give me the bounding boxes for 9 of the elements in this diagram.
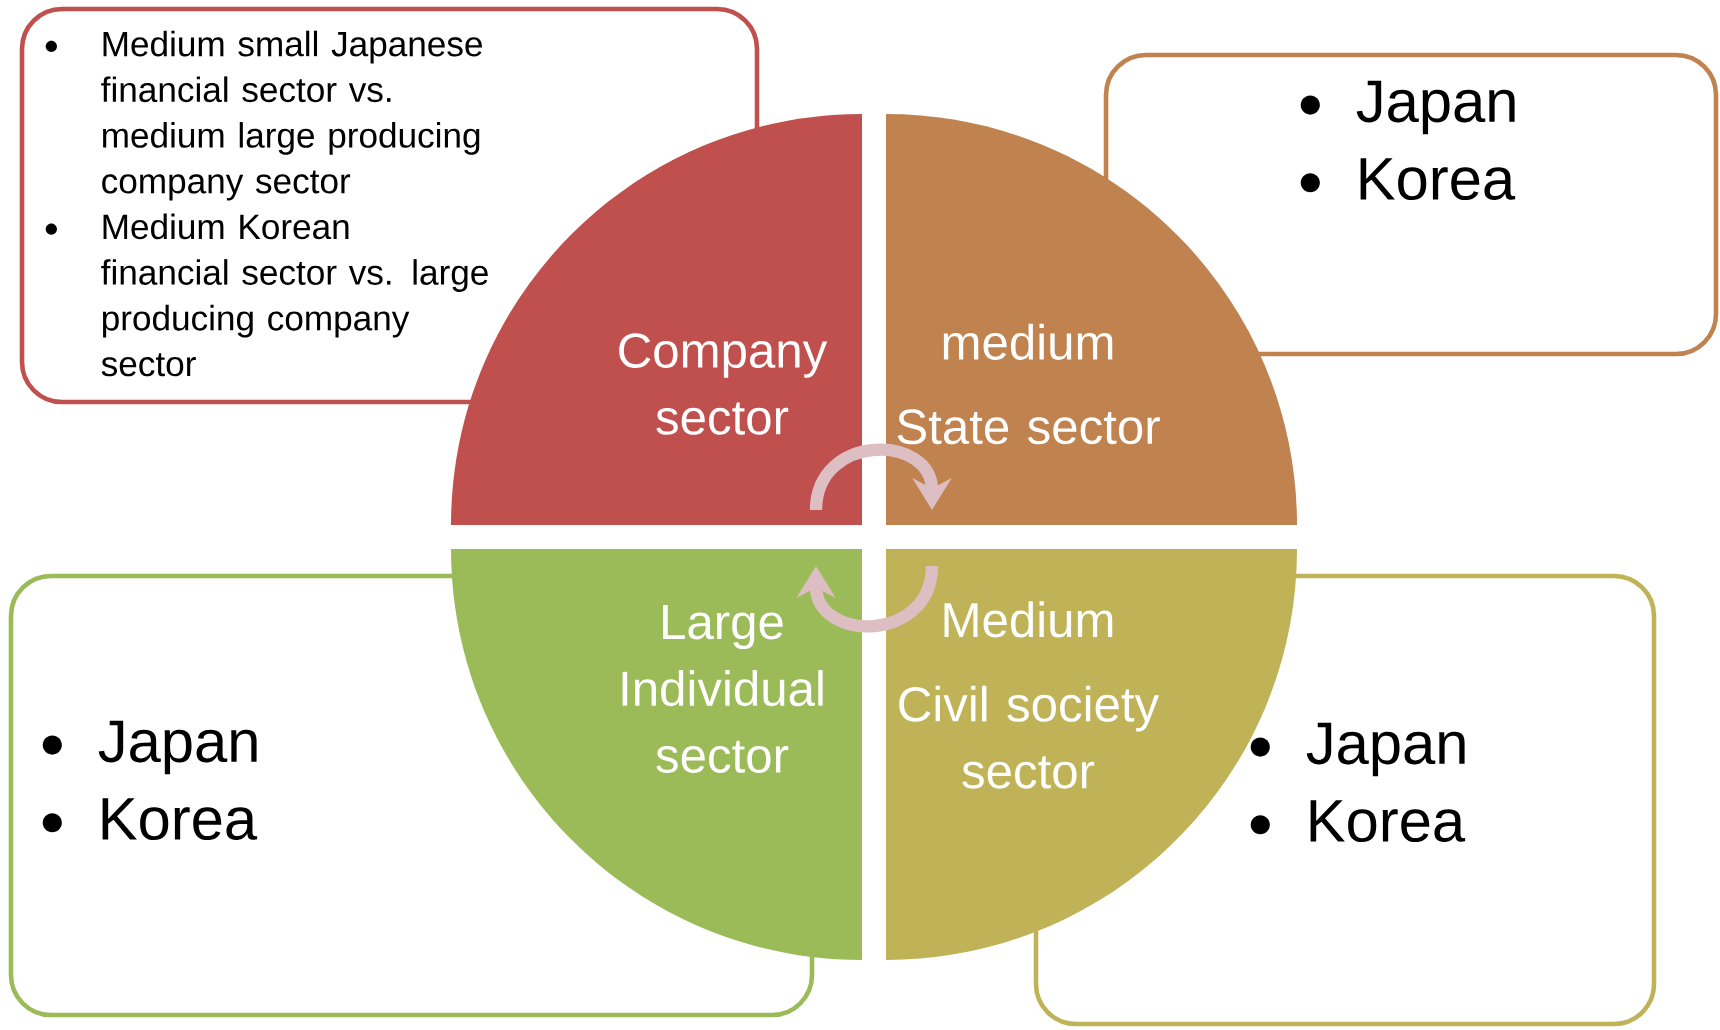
quadrant-sector: medium State sector bbox=[886, 114, 1297, 525]
quadrant-sector: Large Individual sector bbox=[451, 549, 862, 960]
circular-arrow bbox=[809, 443, 952, 511]
bullet-item: Japan bbox=[42, 720, 257, 775]
bullet-item: Korea bbox=[1300, 158, 1516, 201]
circular-arrow bbox=[796, 565, 939, 633]
bullet-item: Japan bbox=[1300, 80, 1515, 135]
bullet-item: Korea bbox=[42, 798, 258, 841]
quadrant-sector: Medium Civil society sector bbox=[886, 549, 1297, 960]
